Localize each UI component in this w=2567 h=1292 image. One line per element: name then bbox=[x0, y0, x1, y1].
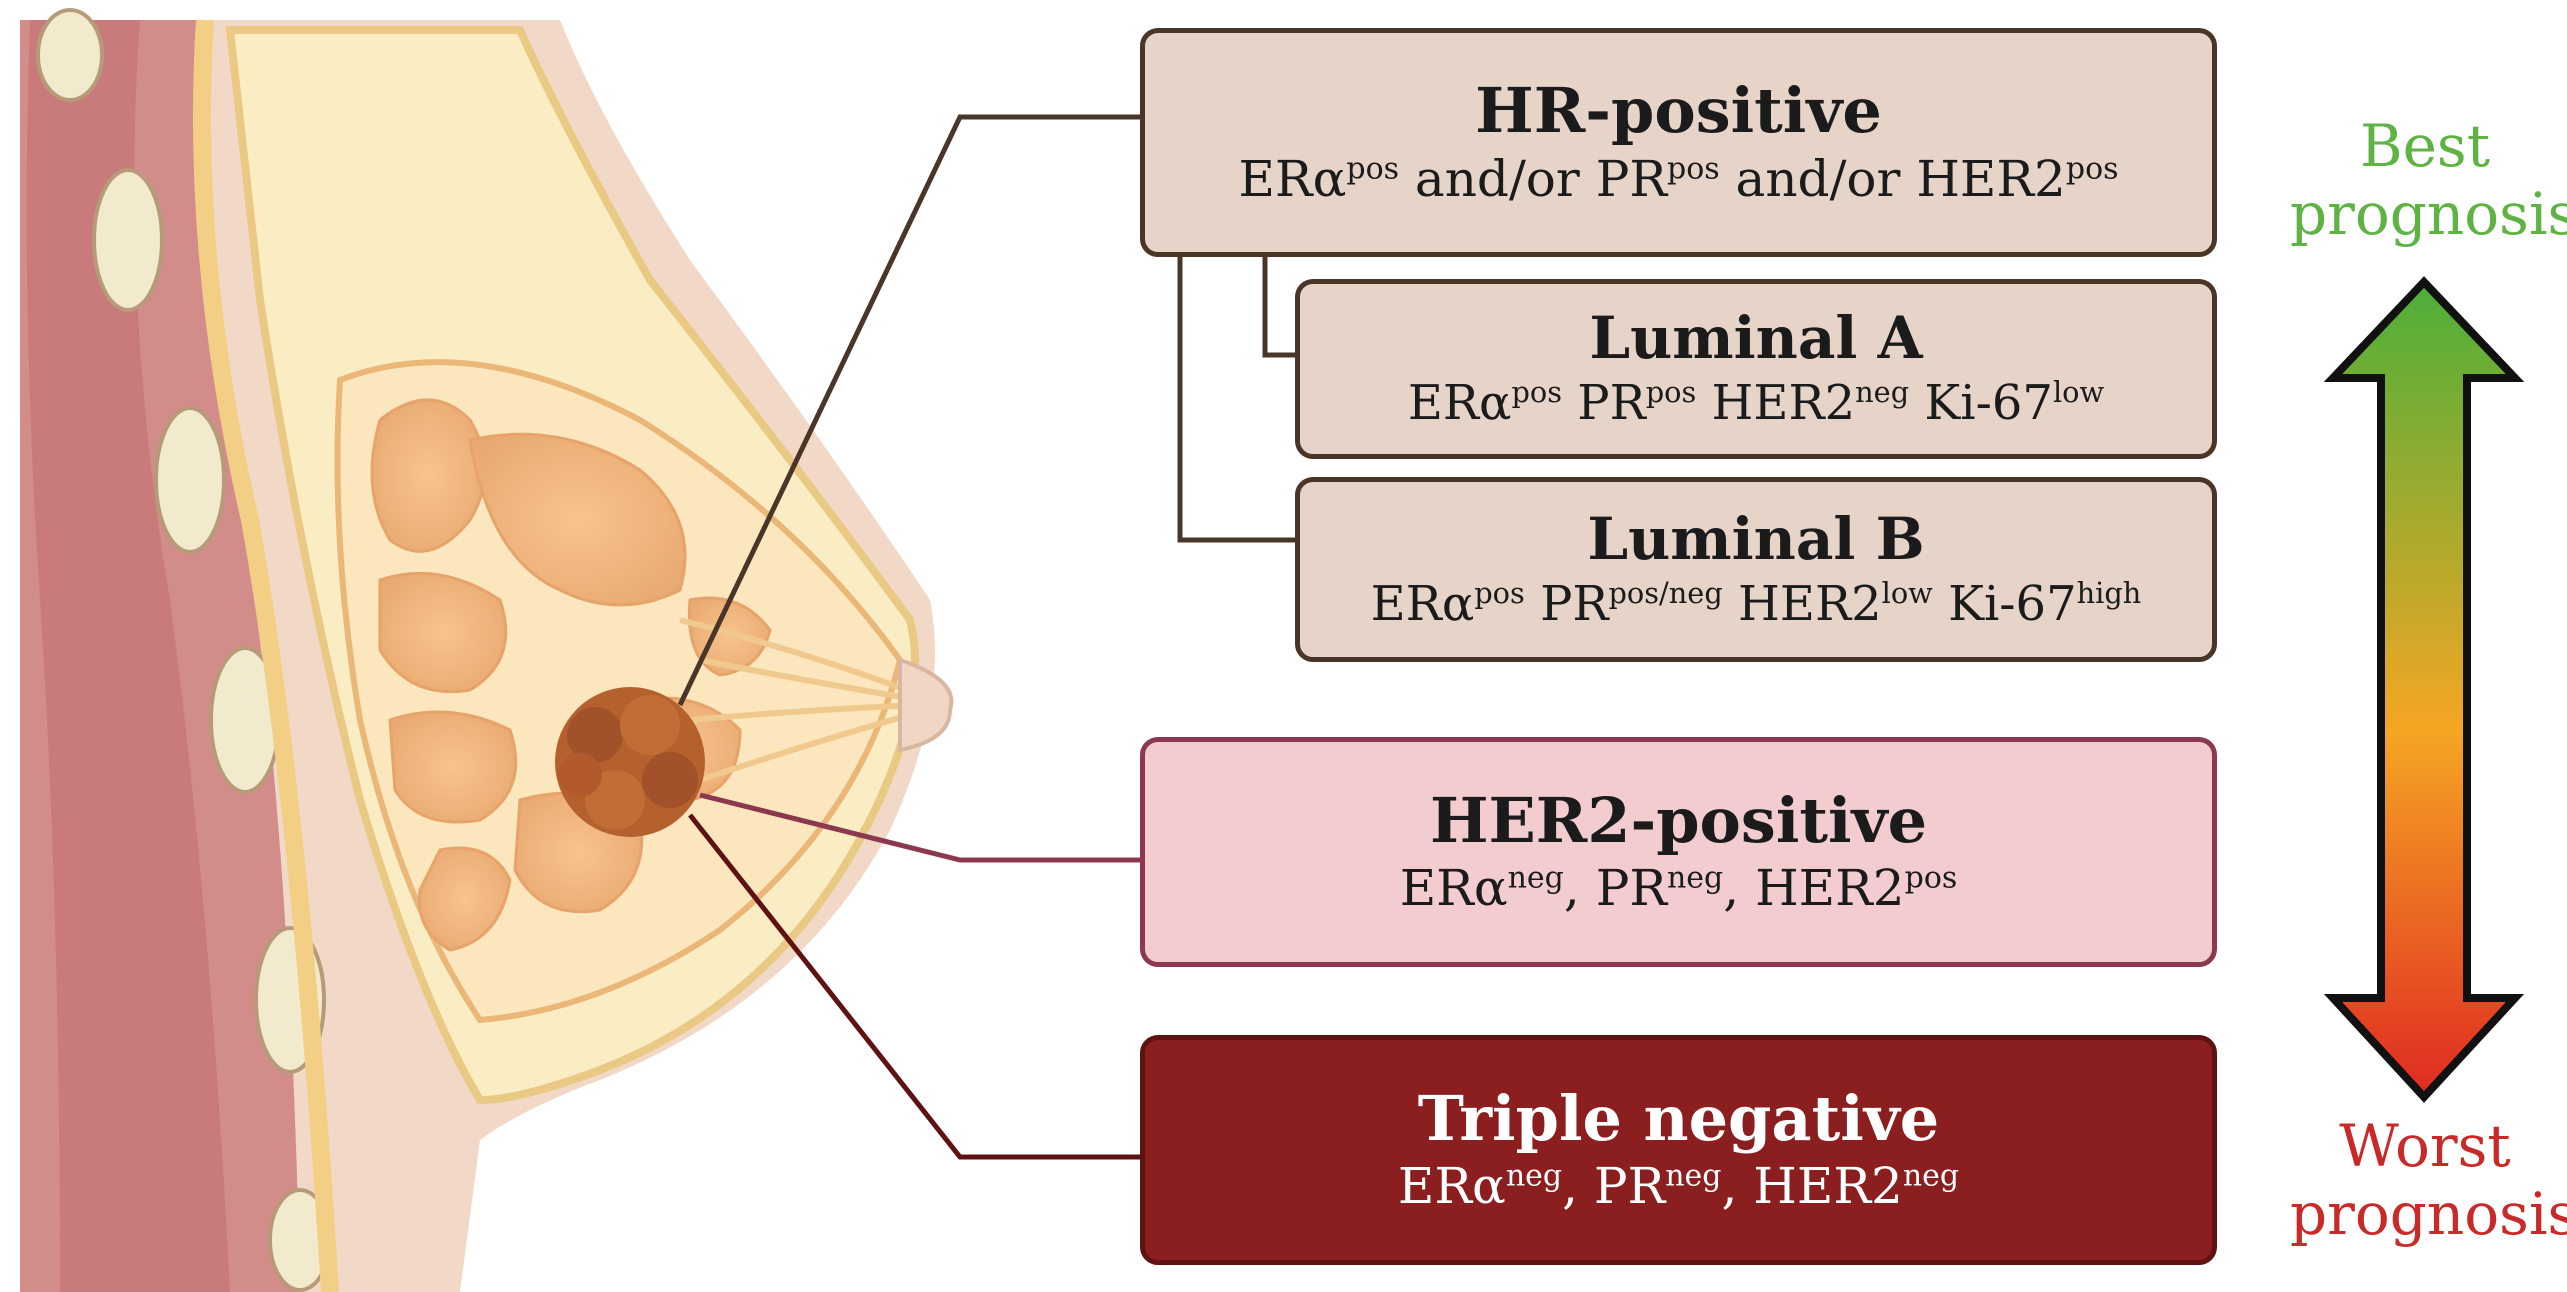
connector-her2-positive bbox=[699, 792, 1140, 863]
marker-name: PR bbox=[1593, 1157, 1666, 1216]
marker-separator bbox=[1696, 375, 1711, 431]
marker-status: neg bbox=[1666, 860, 1724, 896]
luminal-a-box: Luminal A ERαpos PRpos HER2neg Ki-67low bbox=[1295, 279, 2217, 459]
marker-name: HER2 bbox=[1738, 575, 1882, 632]
marker-status: pos bbox=[1666, 150, 1720, 186]
worst-prognosis-line-2: prognosis bbox=[2290, 1180, 2567, 1248]
marker-name: HER2 bbox=[1711, 375, 1856, 432]
connector-luminal-a bbox=[1262, 255, 1295, 358]
marker-separator bbox=[1723, 576, 1738, 632]
marker-status: pos bbox=[1511, 375, 1563, 410]
luminal-b-title: Luminal B bbox=[1587, 504, 1925, 573]
hr-positive-title: HR-positive bbox=[1475, 74, 1882, 148]
luminal-a-title: Luminal A bbox=[1589, 304, 1923, 373]
marker-status: neg bbox=[1505, 1158, 1563, 1194]
marker-name: HER2 bbox=[1916, 149, 2066, 208]
marker-status: pos bbox=[1346, 150, 1400, 186]
marker-separator: and/or bbox=[1399, 149, 1596, 208]
prognosis-arrow bbox=[2323, 276, 2525, 1103]
marker-status: low bbox=[1881, 575, 1933, 610]
marker-name: HER2 bbox=[1755, 859, 1905, 918]
marker-name: PR bbox=[1540, 575, 1609, 632]
best-prognosis-line-2: prognosis bbox=[2290, 180, 2567, 248]
marker-name: PR bbox=[1595, 859, 1667, 918]
marker-status: pos bbox=[1474, 575, 1525, 610]
marker-separator: , bbox=[1563, 859, 1596, 918]
triple-negative-title: Triple negative bbox=[1417, 1081, 1940, 1155]
marker-status: neg bbox=[1902, 1158, 1960, 1194]
worst-prognosis-line-1: Worst bbox=[2339, 1112, 2511, 1180]
marker-separator: , bbox=[1562, 1157, 1594, 1216]
marker-name: ERα bbox=[1238, 149, 1347, 208]
marker-name: ERα bbox=[1407, 375, 1512, 432]
marker-separator: , bbox=[1721, 1157, 1754, 1216]
marker-name: ERα bbox=[1399, 859, 1508, 918]
connector-lines bbox=[677, 114, 1295, 1160]
marker-name: HER2 bbox=[1753, 1157, 1903, 1216]
luminal-b-box: Luminal B ERαpos PRpos/neg HER2low Ki-67… bbox=[1295, 477, 2217, 662]
connector-hr-positive bbox=[677, 114, 1140, 707]
marker-separator bbox=[1525, 576, 1540, 632]
marker-name: PR bbox=[1577, 375, 1646, 432]
tumor bbox=[555, 687, 705, 837]
marker-separator bbox=[1933, 576, 1948, 632]
marker-separator: and/or bbox=[1719, 149, 1917, 208]
marker-name: Ki-67 bbox=[1924, 375, 2053, 432]
worst-prognosis-label: Worst prognosis bbox=[2290, 1112, 2567, 1248]
marker-status: low bbox=[2052, 375, 2105, 410]
triple-negative-markers: ERαneg, PRneg, HER2neg bbox=[1398, 1159, 1959, 1214]
triple-negative-box: Triple negative ERαneg, PRneg, HER2neg bbox=[1140, 1035, 2217, 1265]
marker-status: neg bbox=[1665, 1158, 1722, 1194]
marker-status: pos bbox=[1904, 860, 1958, 896]
marker-separator: , bbox=[1723, 859, 1756, 918]
marker-status: high bbox=[2076, 575, 2142, 610]
her2-positive-box: HER2-positive ERαneg, PRneg, HER2pos bbox=[1140, 737, 2217, 967]
marker-status: pos bbox=[2065, 150, 2119, 186]
marker-separator bbox=[1562, 375, 1577, 431]
best-prognosis-line-1: Best bbox=[2359, 112, 2491, 180]
luminal-a-markers: ERαpos PRpos HER2neg Ki-67low bbox=[1408, 377, 2104, 430]
her2-positive-title: HER2-positive bbox=[1429, 783, 1928, 857]
rib-cross-sections bbox=[36, 8, 332, 1292]
marker-status: neg bbox=[1855, 375, 1910, 410]
nipple bbox=[898, 657, 954, 753]
hr-positive-box: HR-positive ERαpos and/or PRpos and/or H… bbox=[1140, 28, 2217, 257]
marker-status: pos/neg bbox=[1608, 575, 1723, 610]
marker-status: pos bbox=[1645, 375, 1697, 410]
marker-name: Ki-67 bbox=[1948, 575, 2077, 632]
connector-triple-negative bbox=[688, 813, 1140, 1160]
milk-ducts bbox=[679, 617, 922, 783]
marker-name: ERα bbox=[1397, 1157, 1506, 1216]
her2-positive-markers: ERαneg, PRneg, HER2pos bbox=[1400, 861, 1958, 916]
hr-positive-markers: ERαpos and/or PRpos and/or HER2pos bbox=[1238, 149, 2119, 208]
marker-name: ERα bbox=[1370, 575, 1475, 632]
luminal-b-markers: ERαpos PRpos/neg HER2low Ki-67high bbox=[1370, 575, 2142, 632]
marker-name: PR bbox=[1595, 149, 1667, 208]
marker-status: neg bbox=[1507, 860, 1564, 896]
connector-luminal-b bbox=[1177, 255, 1295, 543]
best-prognosis-label: Best prognosis bbox=[2290, 112, 2567, 248]
marker-separator bbox=[1909, 375, 1924, 431]
